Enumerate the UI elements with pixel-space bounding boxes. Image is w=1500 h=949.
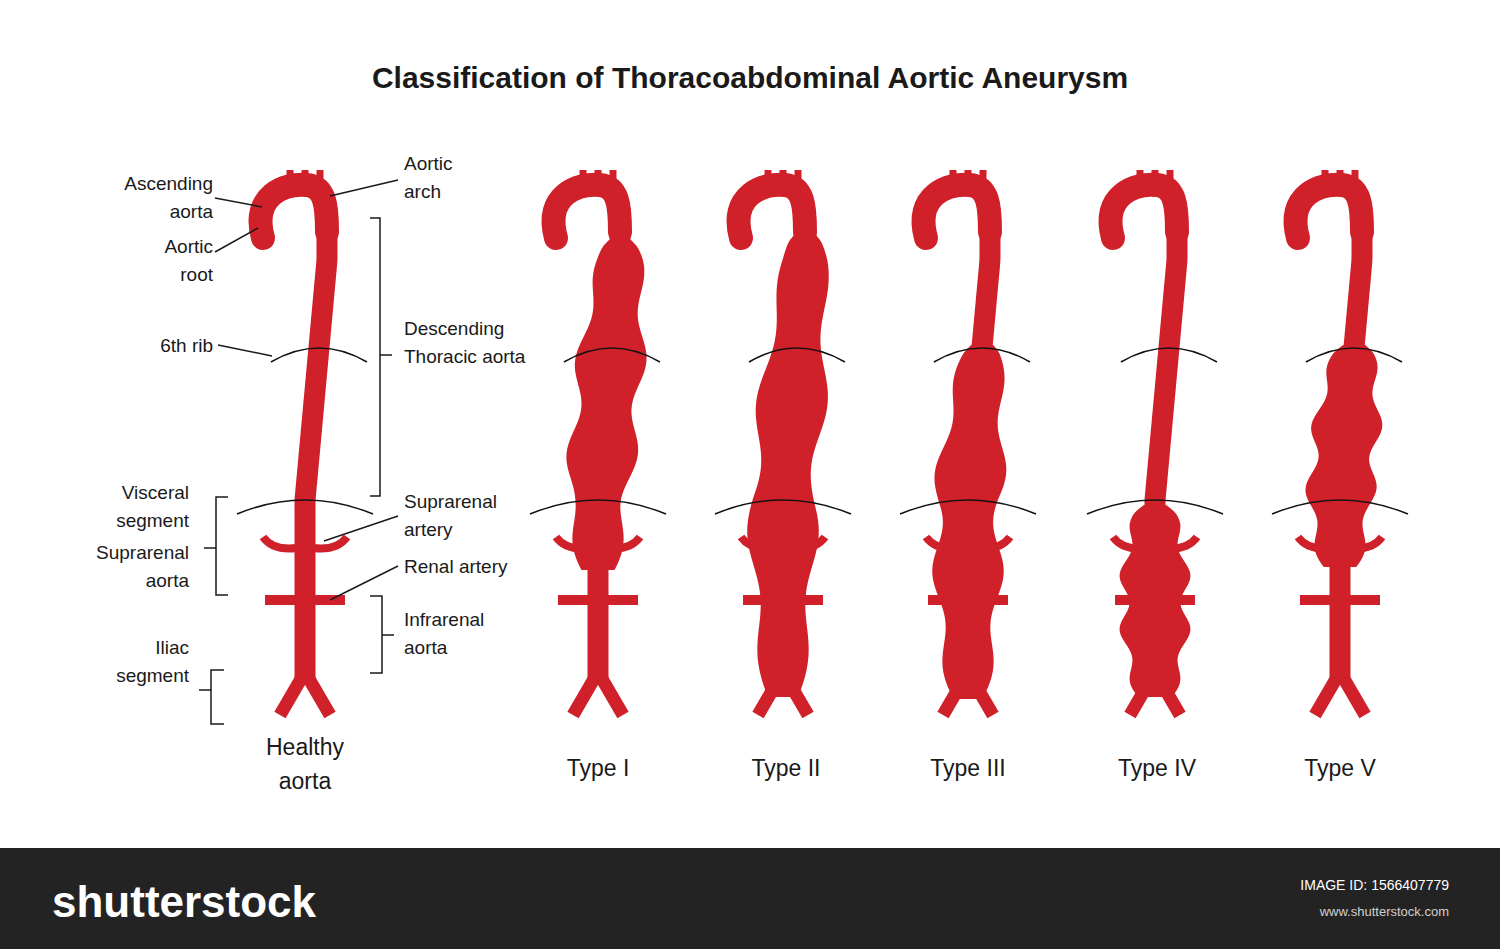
aorta-figure [715,170,851,715]
footer-bar [0,848,1500,949]
rib-arc [1087,500,1223,514]
figure-caption: Type I [538,754,658,782]
rib-arc [1272,500,1408,514]
part-label: Suprarenal artery [404,488,509,544]
suprarenal-artery-shape [263,537,347,549]
figure-caption: Type III [908,754,1028,782]
bracket [199,670,224,724]
rib-arc [564,348,660,362]
part-label: Descending Thoracic aorta [404,315,526,371]
figure-caption: Type II [726,754,846,782]
bracket [370,596,394,673]
part-label: Aortic arch [404,150,484,206]
watermark: shutterstock [52,876,392,928]
leader-lines [199,180,398,724]
renal-artery-shape [558,595,638,605]
part-label: Renal artery [404,553,564,581]
aneurysm-bulge [1120,505,1191,697]
leader-line [215,198,262,207]
aorta-figure [530,170,666,715]
part-label: Infrarenal aorta [404,606,509,662]
part-label: Ascending aorta [103,170,213,226]
iliac-arteries [280,672,330,715]
rib-arc [749,348,845,362]
leader-line [215,228,258,252]
leader-line [324,516,398,541]
diagram-title: Classification of Thoracoabdominal Aorti… [0,58,1500,98]
leader-line [330,566,398,600]
aorta-figure [900,170,1036,715]
aneurysm-bulge [932,345,1006,699]
part-label: 6th rib [93,332,213,360]
aorta-stem [305,225,327,680]
rib-arc [1121,348,1217,362]
aorta-figure [1087,170,1223,715]
leader-line [218,345,272,356]
figure-caption: Type V [1280,754,1400,782]
watermark: www.shutterstock.com [1189,901,1449,923]
rib-arc [237,500,373,514]
iliac-arteries [1315,672,1365,715]
rib-arc [934,348,1030,362]
renal-artery-shape [1300,595,1380,605]
renal-artery-shape [265,595,345,605]
aneurysm-bulge [1305,345,1382,567]
part-label: Iliac segment [89,634,189,690]
rib-arc [715,500,851,514]
watermark: IMAGE ID: 1566407779 [1189,874,1449,896]
iliac-arteries [758,672,808,715]
aneurysm-bulge [566,240,646,570]
bracket [370,218,392,496]
rib-arc [1306,348,1402,362]
bracket [204,497,228,595]
iliac-arteries [1130,672,1180,715]
aorta-figure [1272,170,1408,715]
iliac-arteries [573,672,623,715]
rib-arc [271,348,367,362]
aorta-figure [237,170,373,715]
iliac-arteries [943,672,993,715]
aneurysm-bulge [747,235,829,697]
aorta-drawings [237,170,1408,715]
rib-arc [530,500,666,514]
rib-arc [900,500,1036,514]
part-label: Visceral segment [79,479,189,535]
part-label: Aortic root [133,233,213,289]
part-label: Suprarenal aorta [79,539,189,595]
figure-caption: Type IV [1097,754,1217,782]
figure-caption: Healthy aorta [245,730,365,798]
leader-line [330,180,398,196]
